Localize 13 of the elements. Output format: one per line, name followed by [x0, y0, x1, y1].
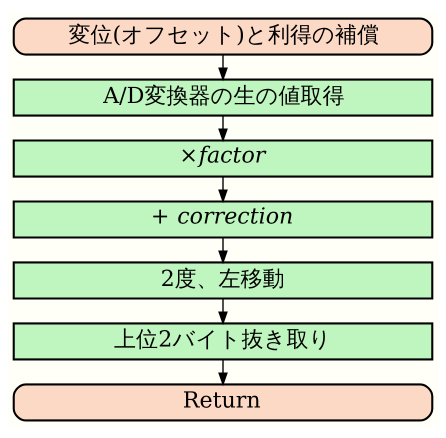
node-box: A/D変換器の生の値取得: [12, 78, 434, 116]
arrow: [218, 360, 228, 386]
node-box: 変位(オフセット)と利得の補償: [12, 17, 434, 56]
node-box: + correction: [12, 200, 434, 238]
arrow: [218, 176, 228, 203]
arrow: [218, 54, 228, 81]
node-box: ×factor: [12, 138, 434, 178]
node-box: 2度、左移動: [12, 260, 434, 300]
node-box: 上位2バイト抜き取り: [12, 322, 434, 360]
arrow: [218, 238, 228, 264]
arrow: [218, 298, 228, 325]
node-box: Return: [12, 382, 434, 421]
arrow: [218, 116, 228, 142]
